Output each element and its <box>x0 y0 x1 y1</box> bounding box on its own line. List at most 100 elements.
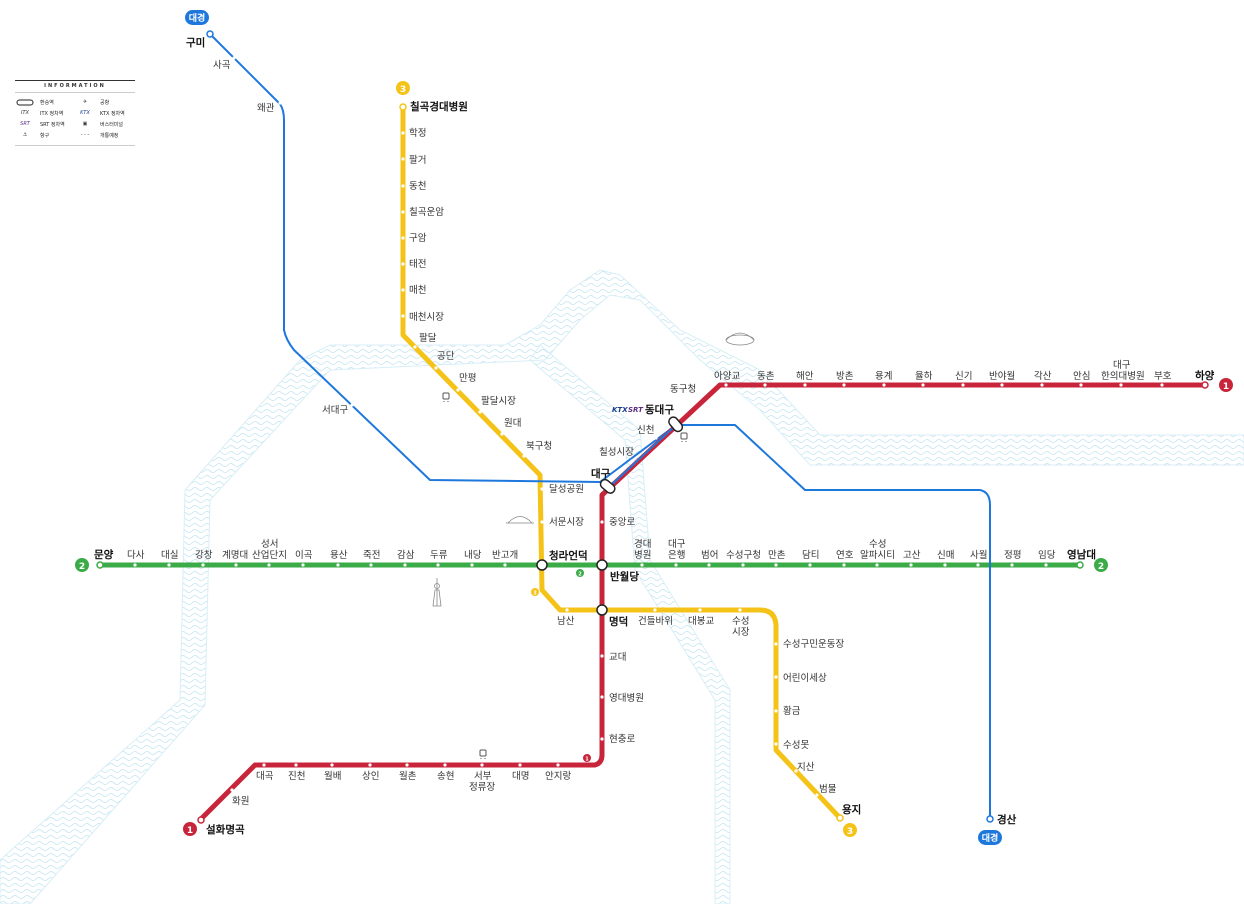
station-label[interactable]: 매천 <box>409 285 426 296</box>
station-label[interactable]: 신기 <box>955 371 972 382</box>
station-label[interactable]: 원대 <box>504 418 521 429</box>
station-label[interactable]: 반야월 <box>989 370 1015 382</box>
station-label[interactable]: 안심 <box>1073 371 1090 382</box>
line3-badge-north[interactable] <box>396 81 410 95</box>
station-label[interactable]: 구암 <box>409 232 427 244</box>
station-label[interactable]: 고산 <box>903 550 921 561</box>
station-label[interactable]: 태전 <box>409 259 426 270</box>
station-label[interactable]: 알파시티 <box>860 550 895 561</box>
station-label[interactable]: 팔달시장 <box>481 395 516 407</box>
daegyeong-badge-top[interactable] <box>185 10 209 25</box>
line2-badge-east[interactable] <box>1094 558 1108 572</box>
munyang-terminal-marker[interactable] <box>96 561 104 569</box>
station-label[interactable]: 화원 <box>232 796 249 807</box>
station-label[interactable]: 감삼 <box>397 549 415 561</box>
station-label[interactable]: 강창 <box>195 550 213 561</box>
station-label[interactable]: 학정 <box>409 128 426 139</box>
station-label[interactable]: 지산 <box>797 762 815 773</box>
station-label[interactable]: 방촌 <box>836 371 854 382</box>
station-label[interactable]: 중앙로 <box>609 516 635 528</box>
station-seolhwa[interactable]: 설화명곡 <box>206 823 245 836</box>
station-label[interactable]: 수성 <box>869 539 886 550</box>
bus-terminal-icon[interactable] <box>479 749 487 759</box>
station-label[interactable]: 교대 <box>609 652 626 663</box>
seolhwa-terminal-marker[interactable] <box>197 816 205 824</box>
haeyang-terminal-marker[interactable] <box>1201 381 1209 389</box>
station-label[interactable]: 북구청 <box>526 441 552 452</box>
station-label[interactable]: 대구 <box>1113 360 1131 371</box>
station-label[interactable]: 남산 <box>557 616 575 627</box>
yongji-terminal-marker[interactable] <box>836 814 844 822</box>
station-label[interactable]: 산업단지 <box>252 549 287 561</box>
station-label[interactable]: 두류 <box>430 550 448 561</box>
station-label[interactable]: 월촌 <box>399 770 417 782</box>
station-label[interactable]: 왜관 <box>257 103 275 114</box>
station-label[interactable]: 서부 <box>474 771 492 782</box>
station-myeongdeok[interactable]: 명덕 <box>609 615 628 628</box>
station-yongji[interactable]: 용지 <box>842 803 861 816</box>
gumi-terminal-marker[interactable] <box>206 30 214 38</box>
daegu-transfer-marker[interactable] <box>599 478 617 495</box>
station-label[interactable]: 계명대 <box>222 549 248 561</box>
line1-badge-west[interactable] <box>183 822 197 836</box>
station-cheongna[interactable]: 청라언덕 <box>549 549 588 562</box>
station-label[interactable]: 송현 <box>437 771 454 782</box>
station-label[interactable]: 병원 <box>634 550 651 561</box>
banwoldang-transfer-marker[interactable] <box>596 559 608 571</box>
station-label[interactable]: 한의대병원 <box>1101 371 1145 382</box>
station-label[interactable]: 담티 <box>802 549 819 561</box>
station-haeyang[interactable]: 하양 <box>1195 369 1215 382</box>
station-label[interactable]: 달성공원 <box>549 483 584 495</box>
station-label[interactable]: 동촌 <box>757 371 775 382</box>
station-label[interactable]: 동구청 <box>670 384 696 395</box>
station-label[interactable]: 진천 <box>288 771 305 782</box>
station-label[interactable]: 대실 <box>161 550 178 561</box>
station-label[interactable]: 해안 <box>796 370 814 382</box>
station-label[interactable]: 범물 <box>819 784 837 795</box>
station-label[interactable]: 대명 <box>512 771 529 782</box>
gyeongsan-terminal-marker[interactable] <box>986 815 994 823</box>
station-label[interactable]: 신천 <box>637 425 654 436</box>
station-label[interactable]: 매천시장 <box>409 312 444 323</box>
station-dongdaegu[interactable]: 동대구 <box>645 403 674 416</box>
station-label[interactable]: 수성구민운동장 <box>783 639 844 650</box>
station-label[interactable]: 용계 <box>875 370 892 382</box>
station-label[interactable]: 황금 <box>783 706 801 717</box>
station-label[interactable]: 이곡 <box>295 550 313 561</box>
station-label[interactable]: 성서 <box>261 539 278 550</box>
station-label[interactable]: 월배 <box>324 770 341 782</box>
station-label[interactable]: 정류장 <box>469 782 495 793</box>
station-label[interactable]: 대구 <box>668 539 686 550</box>
station-daegu[interactable]: 대구 <box>591 467 611 480</box>
bus-terminal-icon[interactable] <box>680 432 688 442</box>
station-label[interactable]: 수성구청 <box>726 550 761 561</box>
daegyeong-badge-bottom[interactable] <box>978 830 1002 845</box>
station-label[interactable]: 신매 <box>937 550 954 561</box>
station-label[interactable]: 용산 <box>330 550 348 561</box>
station-gyeongsan[interactable]: 경산 <box>997 813 1017 826</box>
station-label[interactable]: 사곡 <box>213 60 231 71</box>
station-label[interactable]: 반고개 <box>492 550 518 561</box>
station-label[interactable]: 대곡 <box>256 771 274 782</box>
chilgok-terminal-marker[interactable] <box>399 103 407 111</box>
station-label[interactable]: 시장 <box>732 627 750 638</box>
line3-badge-south[interactable] <box>843 823 857 837</box>
line1-badge-east[interactable] <box>1219 378 1233 392</box>
station-label[interactable]: 수성 <box>732 616 749 627</box>
station-label[interactable]: 상인 <box>362 771 379 782</box>
station-label[interactable]: 정평 <box>1004 550 1021 561</box>
station-label[interactable]: 만촌 <box>768 550 786 561</box>
cheongna-transfer-marker[interactable] <box>536 559 548 571</box>
station-label[interactable]: 칠곡운암 <box>409 206 444 218</box>
station-label[interactable]: 수성못 <box>783 740 809 751</box>
station-yeongnamdae[interactable]: 영남대 <box>1067 548 1096 561</box>
station-label[interactable]: 팔달 <box>419 332 437 344</box>
station-label[interactable]: 대봉교 <box>688 616 714 627</box>
station-label[interactable]: 건들바위 <box>638 615 673 627</box>
station-label[interactable]: 연호 <box>836 550 854 561</box>
station-label[interactable]: 경대 <box>634 538 651 550</box>
station-label[interactable]: 영대병원 <box>609 693 644 704</box>
station-label[interactable]: 각산 <box>1034 370 1052 382</box>
station-label[interactable]: 어린이세상 <box>783 673 827 684</box>
dongdaegu-transfer-marker[interactable] <box>667 415 684 433</box>
